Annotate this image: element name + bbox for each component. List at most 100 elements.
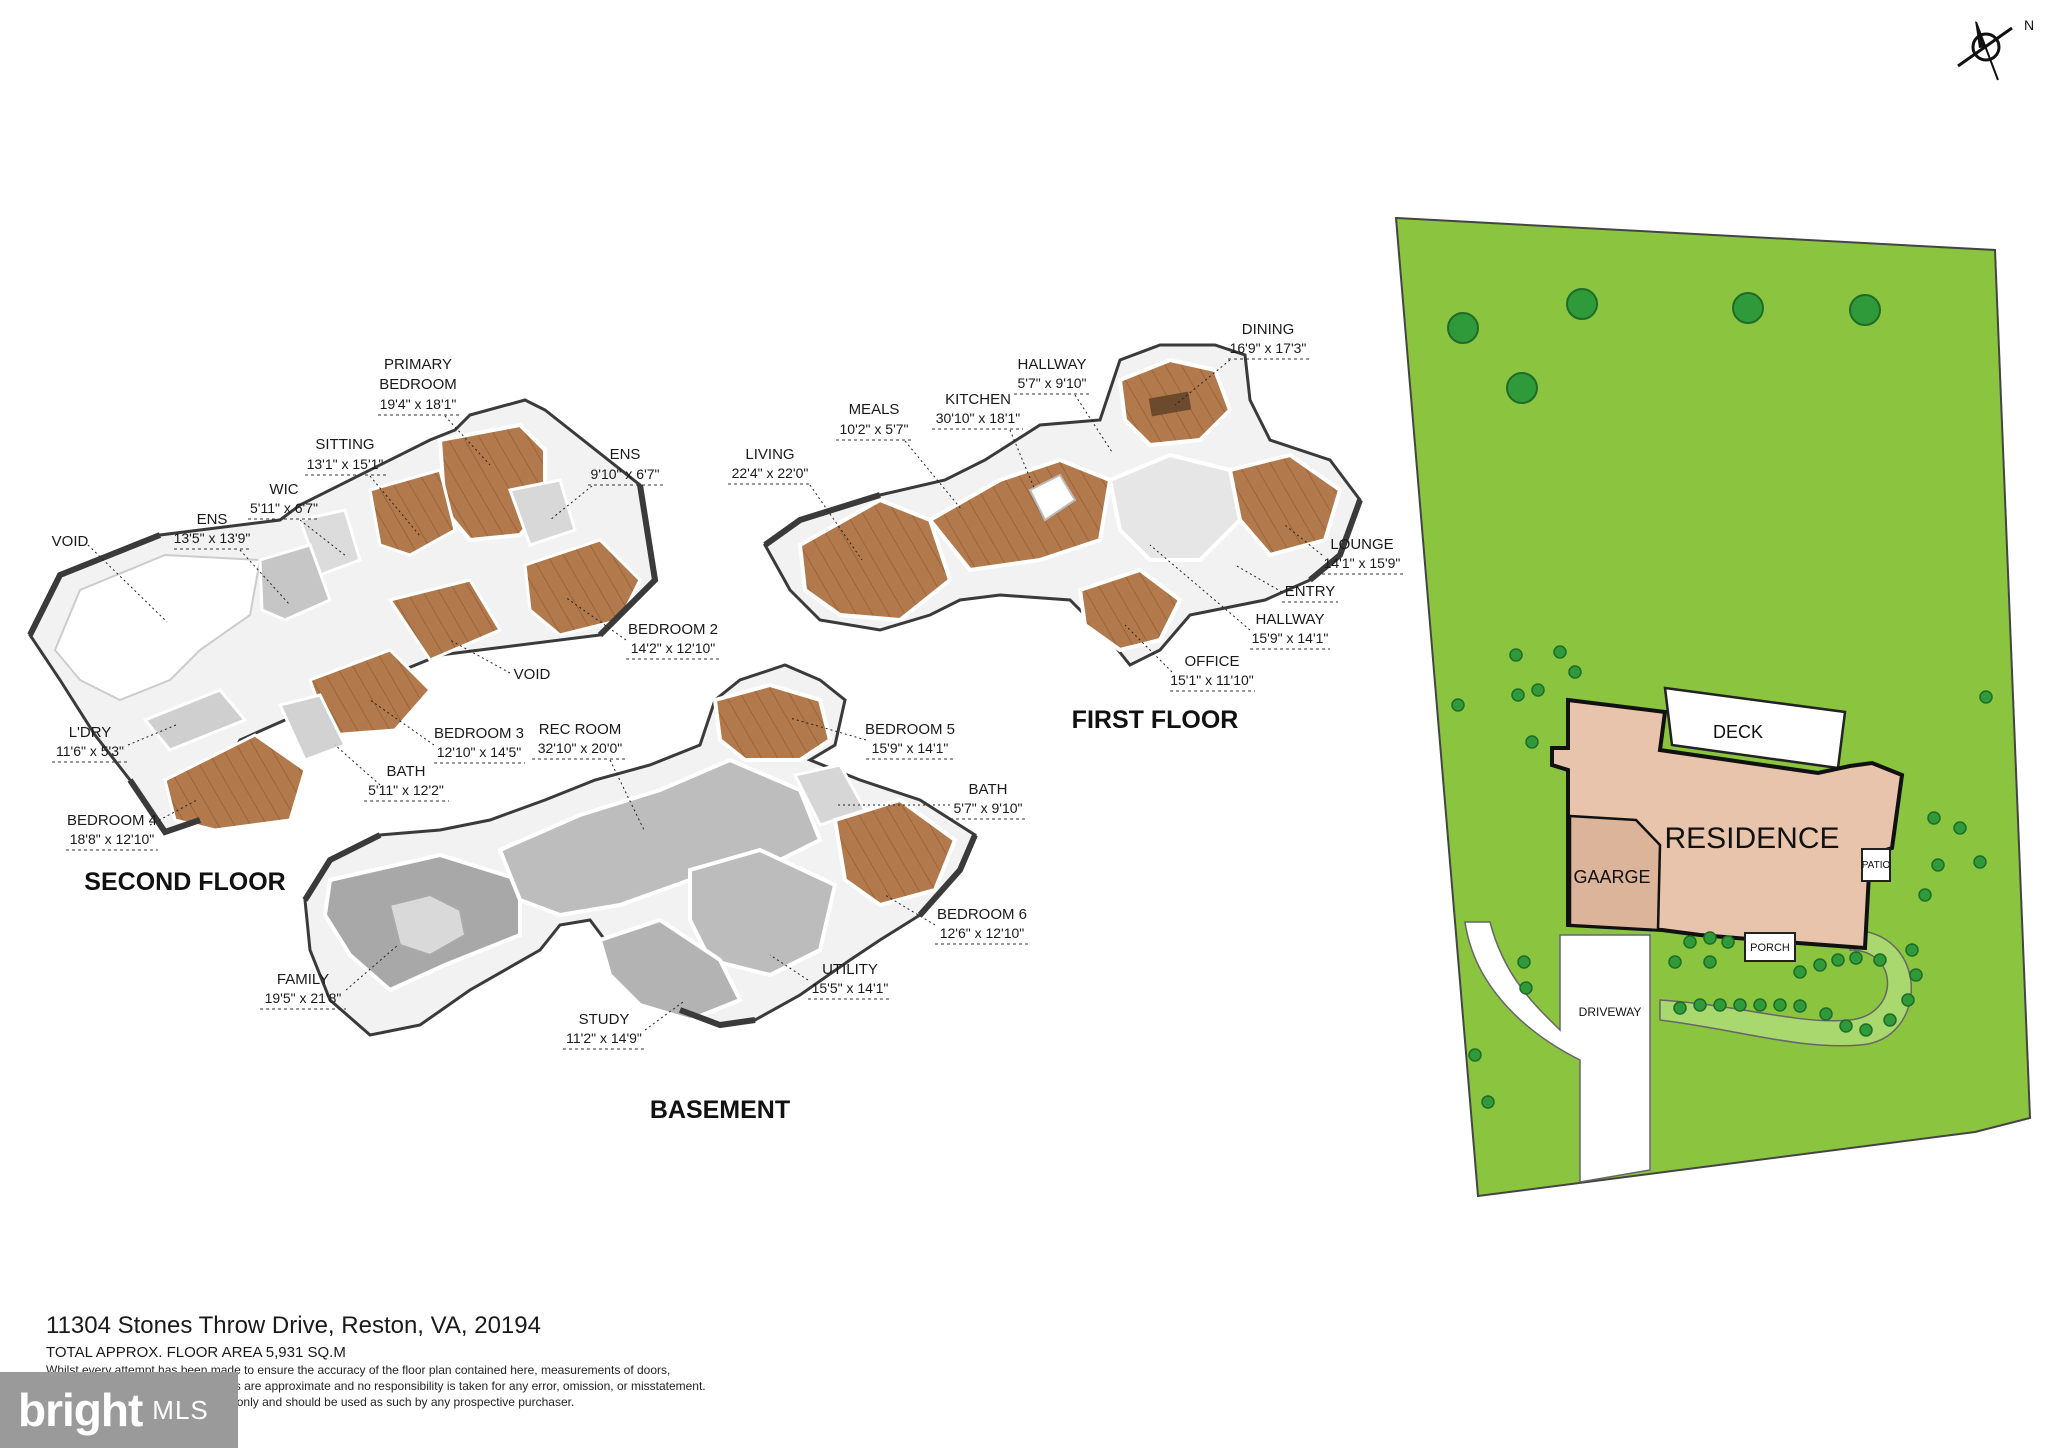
svg-text:15'9" x 14'1": 15'9" x 14'1": [872, 740, 949, 756]
room-label-void-left: VOID: [52, 533, 168, 623]
room-label-bath-a: BATH 5'11" x 12'2": [334, 744, 449, 802]
svg-text:DINING: DINING: [1242, 321, 1295, 338]
driveway-label: DRIVEWAY: [1579, 1005, 1642, 1019]
svg-text:11'2" x 14'9": 11'2" x 14'9": [566, 1030, 642, 1046]
room-label-meals: MEALS 10'2" x 5'7": [836, 401, 963, 511]
svg-text:BATH: BATH: [969, 781, 1008, 798]
room-label-ldry: L'DRY 11'6" x 5'3": [52, 724, 177, 763]
svg-text:22'4" x 22'0": 22'4" x 22'0": [732, 465, 809, 481]
svg-text:STUDY: STUDY: [579, 1011, 630, 1028]
watermark-text: bright: [18, 1384, 143, 1436]
second-floor-title: SECOND FLOOR: [84, 868, 285, 896]
room-label-bedroom-4: BEDROOM 4 18'8" x 12'10": [66, 799, 198, 851]
svg-text:BEDROOM 3: BEDROOM 3: [434, 725, 524, 742]
room-label-hallway-b: HALLWAY 15'9" x 14'1": [1149, 544, 1330, 650]
site-plan: RESIDENCE GAARGE DECK PATIO PORCH DRIVEW…: [1394, 216, 2032, 1198]
svg-text:BEDROOM 2: BEDROOM 2: [628, 621, 718, 638]
room-label-bedroom-5: BEDROOM 5 15'9" x 14'1": [789, 717, 955, 760]
room-label-primary-bedroom: PRIMARY BEDROOM 19'4" x 18'1": [378, 356, 491, 466]
room-label-bedroom-2: BEDROOM 2 14'2" x 12'10": [564, 596, 720, 660]
svg-text:14'2" x 12'10": 14'2" x 12'10": [631, 640, 716, 656]
room-label-lounge: LOUNGE 14'1" x 15'9": [1284, 524, 1403, 575]
svg-text:SITTING: SITTING: [315, 436, 374, 453]
room-label-bedroom-3: BEDROOM 3 12'10" x 14'5": [369, 699, 525, 764]
room-label-bedroom-6: BEDROOM 6 12'6" x 12'10": [884, 894, 1030, 945]
svg-text:5'11" x 6'7": 5'11" x 6'7": [250, 500, 318, 516]
svg-text:VOID: VOID: [514, 666, 551, 683]
svg-text:HALLWAY: HALLWAY: [1256, 611, 1325, 628]
property-address: 11304 Stones Throw Drive, Reston, VA, 20…: [46, 1312, 541, 1339]
patio-label: PATIO: [1862, 860, 1891, 871]
room-label-office: OFFICE 15'1" x 11'10": [1124, 624, 1255, 692]
shrub-icons: [1451, 645, 1993, 1109]
room-label-void-right: VOID: [449, 639, 551, 683]
patio: [1861, 848, 1891, 882]
svg-text:15'9" x 14'1": 15'9" x 14'1": [1252, 630, 1329, 646]
svg-text:16'9" x 17'3": 16'9" x 17'3": [1230, 340, 1307, 356]
svg-text:10'2" x 5'7": 10'2" x 5'7": [840, 421, 909, 437]
north-label: N: [2024, 17, 2034, 33]
svg-text:LOUNGE: LOUNGE: [1330, 536, 1393, 553]
room-label-sitting: SITTING 13'1" x 15'1": [305, 436, 421, 537]
room-label-bath-b: BATH 5'7" x 9'10": [835, 781, 1026, 820]
svg-text:VOID: VOID: [52, 533, 89, 550]
svg-text:18'8" x 12'10": 18'8" x 12'10": [70, 831, 155, 847]
svg-text:5'7" x 9'10": 5'7" x 9'10": [954, 800, 1023, 816]
room-label-study: STUDY 11'2" x 14'9": [563, 1001, 684, 1050]
svg-text:HALLWAY: HALLWAY: [1018, 356, 1087, 373]
room-label-kitchen: KITCHEN 30'10" x 18'1": [932, 391, 1036, 491]
room-label-wic: WIC 5'11" x 6'7": [248, 481, 347, 557]
room-label-hallway-a: HALLWAY 5'7" x 9'10": [1014, 356, 1113, 453]
room-label-family: FAMILY 19'5" x 21'8": [260, 944, 399, 1010]
svg-text:WIC: WIC: [269, 481, 298, 498]
svg-text:9'10" x 6'7": 9'10" x 6'7": [591, 466, 660, 482]
svg-text:PRIMARY: PRIMARY: [384, 356, 452, 373]
svg-text:32'10" x 20'0": 32'10" x 20'0": [538, 740, 623, 756]
basement-title: BASEMENT: [650, 1096, 790, 1124]
room-label-dining: DINING 16'9" x 17'3": [1174, 321, 1309, 406]
svg-text:15'1" x 11'10": 15'1" x 11'10": [1170, 672, 1254, 688]
watermark-suffix: MLS: [152, 1394, 209, 1425]
first-floor-title: FIRST FLOOR: [1072, 706, 1239, 734]
svg-text:KITCHEN: KITCHEN: [945, 391, 1011, 408]
deck-label: DECK: [1713, 722, 1763, 742]
svg-text:12'10" x 14'5": 12'10" x 14'5": [437, 744, 522, 760]
tree-icons: [1447, 288, 1881, 404]
svg-text:MEALS: MEALS: [849, 401, 900, 418]
room-label-utility: UTILITY 15'5" x 14'1": [769, 954, 892, 1000]
svg-text:L'DRY: L'DRY: [69, 724, 112, 741]
room-label-ens-b: ENS 9'10" x 6'7": [549, 446, 663, 521]
svg-text:5'7" x 9'10": 5'7" x 9'10": [1018, 375, 1087, 391]
svg-text:REC ROOM: REC ROOM: [539, 721, 622, 738]
svg-text:OFFICE: OFFICE: [1185, 653, 1240, 670]
porch-label: PORCH: [1750, 942, 1790, 954]
garage-label: GAARGE: [1573, 867, 1650, 887]
svg-text:12'6" x 12'10": 12'6" x 12'10": [940, 925, 1025, 941]
svg-text:19'5" x 21'8": 19'5" x 21'8": [265, 990, 342, 1006]
room-label-entry: ENTRY: [1234, 564, 1338, 603]
residence-label: RESIDENCE: [1664, 822, 1839, 855]
svg-text:BATH: BATH: [387, 763, 426, 780]
room-label-rec-room: REC ROOM 32'10" x 20'0": [532, 721, 646, 833]
svg-text:FAMILY: FAMILY: [277, 971, 329, 988]
svg-text:ENS: ENS: [610, 446, 641, 463]
svg-text:15'5" x 14'1": 15'5" x 14'1": [812, 980, 889, 996]
basement-plan: [302, 663, 978, 1037]
bright-mls-watermark: bright MLS: [0, 1372, 238, 1448]
first-floor-plan: [763, 343, 1363, 667]
svg-text:19'4" x 18'1": 19'4" x 18'1": [380, 396, 457, 412]
svg-text:BEDROOM: BEDROOM: [379, 376, 457, 393]
svg-text:BEDROOM 6: BEDROOM 6: [937, 906, 1027, 923]
svg-text:ENS: ENS: [197, 511, 228, 528]
svg-text:30'10" x 18'1": 30'10" x 18'1": [936, 410, 1021, 426]
svg-text:11'6" x 5'3": 11'6" x 5'3": [56, 743, 124, 759]
svg-text:BEDROOM 5: BEDROOM 5: [865, 721, 955, 738]
svg-text:13'1" x 15'1": 13'1" x 15'1": [307, 456, 384, 472]
floor-area-total: TOTAL APPROX. FLOOR AREA 5,931 SQ.M: [46, 1344, 346, 1361]
driveway: [1464, 921, 1651, 1183]
svg-text:UTILITY: UTILITY: [822, 961, 878, 978]
second-floor-plan: [27, 398, 659, 836]
svg-text:13'5" x 13'9": 13'5" x 13'9": [174, 530, 251, 546]
